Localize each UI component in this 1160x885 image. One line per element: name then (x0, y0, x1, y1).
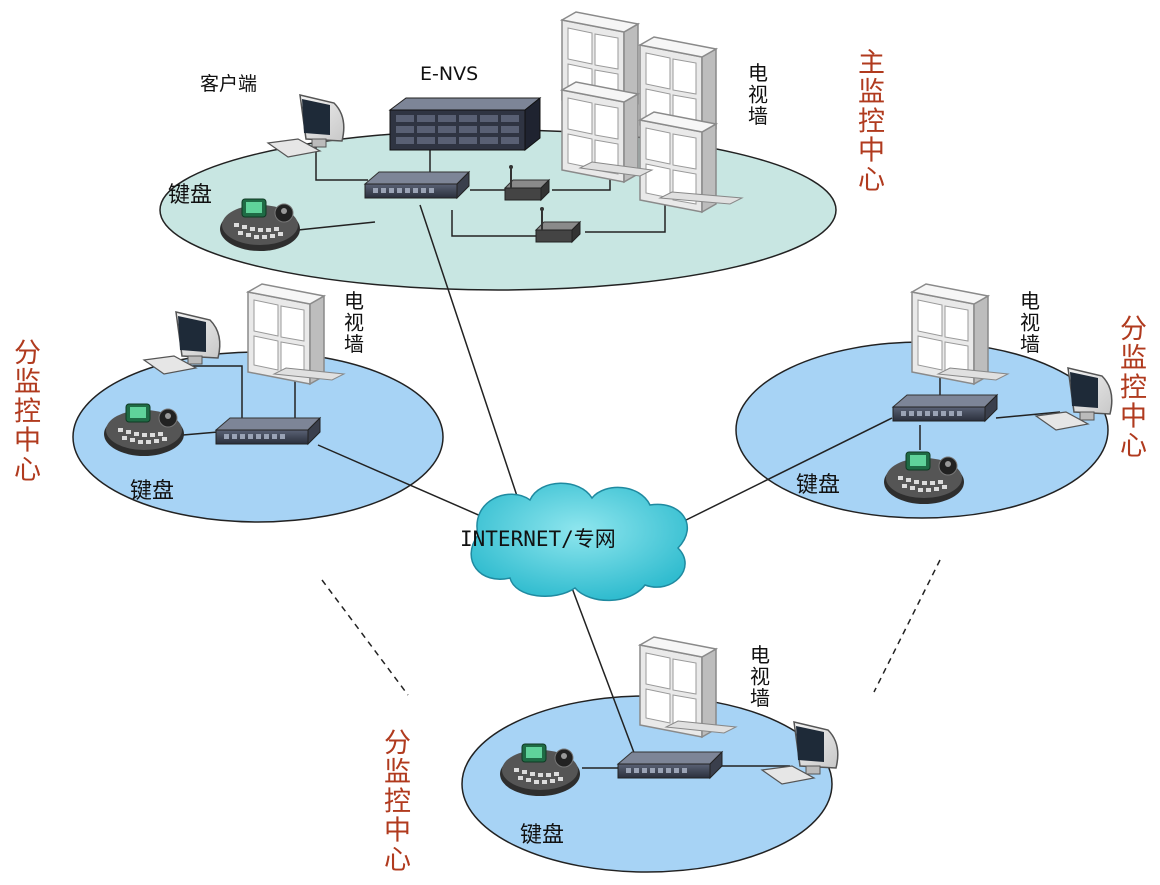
bottom-tv-wall-label: 电视墙 (750, 643, 770, 710)
bottom-keyboard-label: 键盘 (520, 823, 564, 848)
dashed-line-right (873, 559, 941, 693)
right-tv-wall-icon (911, 283, 1010, 385)
left-tv-wall-label: 电视墙 (344, 289, 364, 356)
bottom-center-title: 分监控中心 (384, 728, 411, 876)
sub-center-bottom: 键盘 电视墙 分监控中心 (384, 587, 839, 876)
bottom-switch-icon (617, 751, 723, 779)
right-to-internet-link (675, 417, 893, 526)
main-to-internet-link (419, 204, 521, 506)
bottom-to-internet-link (571, 587, 637, 759)
client-label: 客户端 (200, 73, 257, 95)
sub-center-right: 键盘 电视墙 分监控中心 (675, 283, 1147, 526)
main-switch-icon (364, 171, 470, 199)
internet-cloud-icon (470, 482, 689, 602)
main-center-title: 主监控中心 (858, 48, 885, 196)
left-center-title: 分监控中心 (14, 338, 41, 486)
left-switch-icon (215, 417, 321, 445)
svg-text:主监控中心: 主监控中心 (858, 48, 885, 196)
internet-label: INTERNET/专网 (460, 527, 616, 551)
right-center-title: 分监控中心 (1120, 314, 1147, 462)
svg-text:分监控中心: 分监控中心 (1120, 314, 1147, 462)
svg-text:电视墙: 电视墙 (1020, 289, 1040, 356)
dashed-line-left (321, 579, 409, 696)
left-keyboard-label: 键盘 (130, 479, 174, 504)
e-nvs-label: E-NVS (420, 63, 478, 85)
left-to-internet-link (317, 444, 491, 521)
right-keyboard-label: 键盘 (796, 473, 840, 498)
main-tv-wall-label: 电视墙 (748, 61, 768, 128)
right-tv-wall-label: 电视墙 (1020, 289, 1040, 356)
svg-text:电视墙: 电视墙 (748, 61, 768, 128)
right-switch-icon (892, 394, 998, 422)
svg-text:电视墙: 电视墙 (750, 643, 770, 710)
left-tv-wall-icon (247, 283, 346, 385)
bottom-tv-wall-icon (639, 636, 738, 738)
sub-center-left: 键盘 电视墙 分监控中心 (14, 283, 491, 523)
svg-text:分监控中心: 分监控中心 (384, 728, 411, 876)
e-nvs-server-icon (388, 96, 542, 152)
main-keyboard-label: 键盘 (168, 183, 212, 208)
svg-text:电视墙: 电视墙 (344, 289, 364, 356)
main-tv-wall-icon (561, 11, 744, 213)
more-centers-dashed-lines (321, 559, 941, 696)
svg-text:分监控中心: 分监控中心 (14, 338, 41, 486)
main-monitoring-center: E-NVS 客户端 键盘 电视墙 主监控中心 (159, 11, 885, 506)
